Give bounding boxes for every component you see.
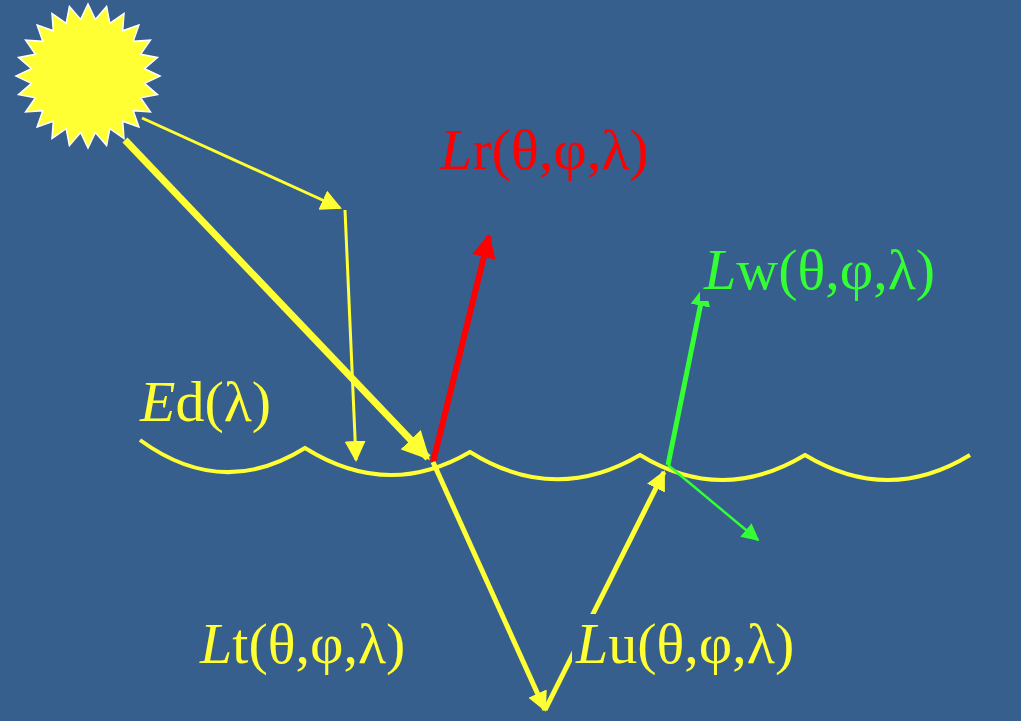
water-surface (140, 440, 970, 480)
direct-sun-ray (125, 140, 428, 458)
diffuse-sky-ray (142, 118, 340, 208)
diffuse-sky-ray (345, 210, 356, 460)
transmitted-ray (433, 462, 545, 710)
sun (16, 4, 160, 148)
reflected-ray (433, 236, 489, 462)
internal-reflection-ray (668, 465, 758, 540)
transmitted-radiance-label: Lt(θ,φ,λ) (196, 614, 409, 675)
irradiance-label: Ed(λ) (136, 372, 275, 433)
reflected-radiance-label: Lr(θ,φ,λ) (436, 120, 653, 181)
water-leaving-ray (668, 288, 704, 465)
upwelling-radiance-label: Lu(θ,φ,λ) (572, 614, 798, 675)
water-leaving-radiance-label: Lw(θ,φ,λ) (700, 240, 939, 301)
